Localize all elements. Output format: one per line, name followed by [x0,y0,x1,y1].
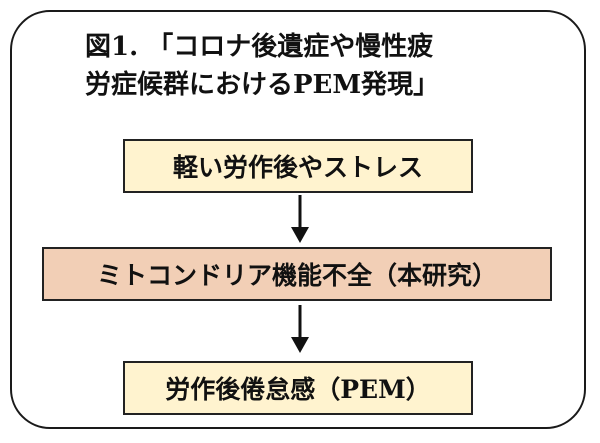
flow-step-mitochondrial-dysfunction: ミトコンドリア機能不全（本研究） [42,247,552,301]
figure-title-line-1: 図1. 「コロナ後遺症や慢性疲 [85,32,434,62]
figure-title: 図1. 「コロナ後遺症や慢性疲 労症候群におけるPEM発現」 [85,28,545,104]
diagram-frame [10,10,586,429]
arrow-down-icon [285,305,315,355]
arrow-down-icon [285,195,315,245]
flow-step-pem: 労作後倦怠感（PEM） [123,361,473,415]
figure-title-line-2: 労症候群におけるPEM発現」 [85,70,440,100]
flow-step-trigger: 軽い労作後やストレス [123,139,473,193]
